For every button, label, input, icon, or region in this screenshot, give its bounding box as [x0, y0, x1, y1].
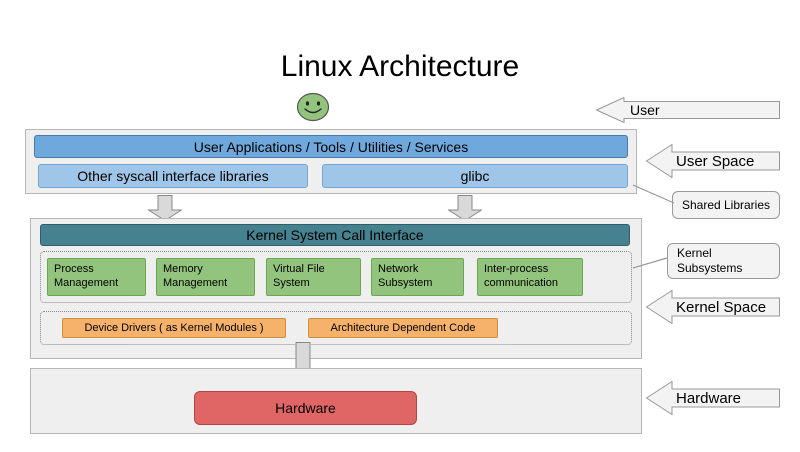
architecture-dependent-code-box: Architecture Dependent Code [308, 318, 498, 338]
user-smiley-icon [296, 92, 330, 122]
process-management-box: Process Management [47, 258, 146, 296]
device-drivers-box: Device Drivers ( as Kernel Modules ) [62, 318, 286, 338]
syscall-libraries-box: Other syscall interface libraries [38, 164, 308, 188]
hardware-annotation: Hardware [646, 381, 780, 415]
user-space-annotation: User Space [646, 144, 780, 178]
left-arrow-icon [646, 144, 780, 178]
left-arrow-icon [596, 97, 780, 123]
kernel-syscall-interface-bar: Kernel System Call Interface [40, 224, 630, 246]
user-label: User [630, 102, 660, 118]
kernel-space-annotation: Kernel Space [646, 290, 780, 324]
hardware-label: Hardware [676, 389, 742, 407]
page-title: Linux Architecture [280, 50, 520, 83]
down-arrow-left-icon [148, 195, 182, 221]
hardware-box: Hardware [194, 391, 417, 425]
network-subsystem-box: Network Subsystem [371, 258, 464, 296]
kernel-modules-group [40, 311, 632, 345]
kernel-subsystems-group [40, 251, 632, 303]
user-space-label: User Space [676, 152, 755, 170]
left-arrow-icon [646, 381, 780, 415]
kernel-subsystems-callout: Kernel Subsystems [667, 243, 780, 279]
kernel-subsystems-connector-line [632, 257, 668, 269]
inter-process-communication-box: Inter-process communication [477, 258, 583, 296]
down-arrow-right-icon [448, 195, 482, 221]
kernel-space-label: Kernel Space [676, 298, 767, 316]
virtual-file-system-box: Virtual File System [266, 258, 361, 296]
user-applications-bar: User Applications / Tools / Utilities / … [34, 135, 628, 158]
left-arrow-icon [646, 290, 780, 324]
shared-libraries-connector-line [632, 184, 675, 204]
user-annotation: User [596, 97, 780, 123]
shared-libraries-callout: Shared Libraries [672, 191, 780, 219]
glibc-box: glibc [322, 164, 628, 188]
memory-management-box: Memory Management [156, 258, 255, 296]
